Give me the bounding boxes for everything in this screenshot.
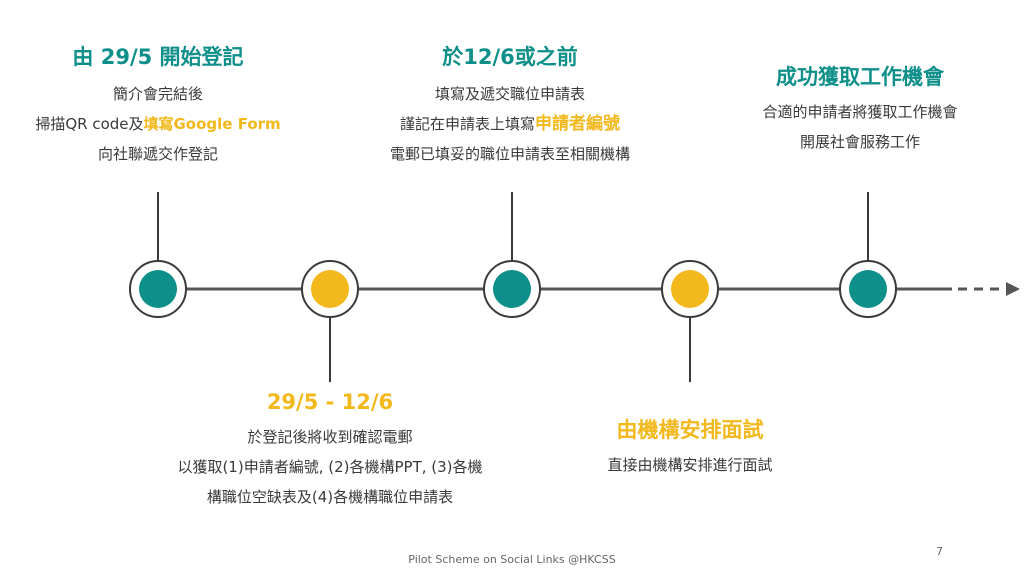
milestone-1-line-2: 掃描QR code及填寫Google Form — [35, 115, 281, 133]
node-2-dot — [311, 270, 349, 308]
milestone-3-line-1: 填寫及遞交職位申請表 — [434, 85, 585, 103]
milestone-3-highlight: 申請者編號 — [535, 114, 620, 134]
milestone-2-line-3: 構職位空缺表及(4)各機構職位申請表 — [206, 488, 454, 506]
milestone-4-title: 由機構安排面試 — [616, 418, 764, 442]
milestone-1-title: 由 29/5 開始登記 — [72, 45, 244, 69]
milestone-5-title: 成功獲取工作機會 — [776, 65, 944, 89]
milestone-3-line-3: 電郵已填妥的職位申請表至相關機構 — [389, 145, 630, 163]
milestone-1-line-1: 簡介會完結後 — [112, 85, 203, 103]
milestone-2-line-1: 於登記後將收到確認電郵 — [247, 428, 413, 446]
milestone-5-text: 成功獲取工作機會 合適的申請者將獲取工作機會 開展社會服務工作 — [720, 61, 1000, 157]
milestone-3-title: 於12/6或之前 — [442, 45, 578, 69]
milestone-1-highlight: 填寫Google Form — [143, 115, 281, 133]
node-1-dot — [139, 270, 177, 308]
milestone-4-line-1: 直接由機構安排進行面試 — [607, 456, 773, 474]
milestone-1-text: 由 29/5 開始登記 簡介會完結後 掃描QR code及填寫Google Fo… — [0, 41, 316, 169]
milestone-4-text: 由機構安排面試 直接由機構安排進行面試 — [560, 414, 820, 480]
page-number: 7 — [936, 545, 943, 558]
milestone-3-line-2: 謹記在申請表上填寫申請者編號 — [399, 114, 620, 134]
node-3-dot — [493, 270, 531, 308]
milestone-5-line-1: 合適的申請者將獲取工作機會 — [762, 103, 958, 121]
milestone-5-line-2: 開展社會服務工作 — [799, 133, 920, 151]
footer-text: Pilot Scheme on Social Links @HKCSS — [408, 553, 616, 566]
milestone-2-title: 29/5 - 12/6 — [266, 390, 394, 414]
timeline-arrow-head — [1006, 282, 1020, 296]
milestone-3-text: 於12/6或之前 填寫及遞交職位申請表 謹記在申請表上填寫申請者編號 電郵已填妥… — [355, 41, 665, 169]
milestone-2-line-2: 以獲取(1)申請者編號, (2)各機構PPT, (3)各機 — [177, 458, 483, 476]
node-5-dot — [849, 270, 887, 308]
node-4-dot — [671, 270, 709, 308]
milestone-1-line-3: 向社聯遞交作登記 — [97, 145, 218, 163]
milestone-2-text: 29/5 - 12/6 於登記後將收到確認電郵 以獲取(1)申請者編號, (2)… — [160, 390, 500, 512]
